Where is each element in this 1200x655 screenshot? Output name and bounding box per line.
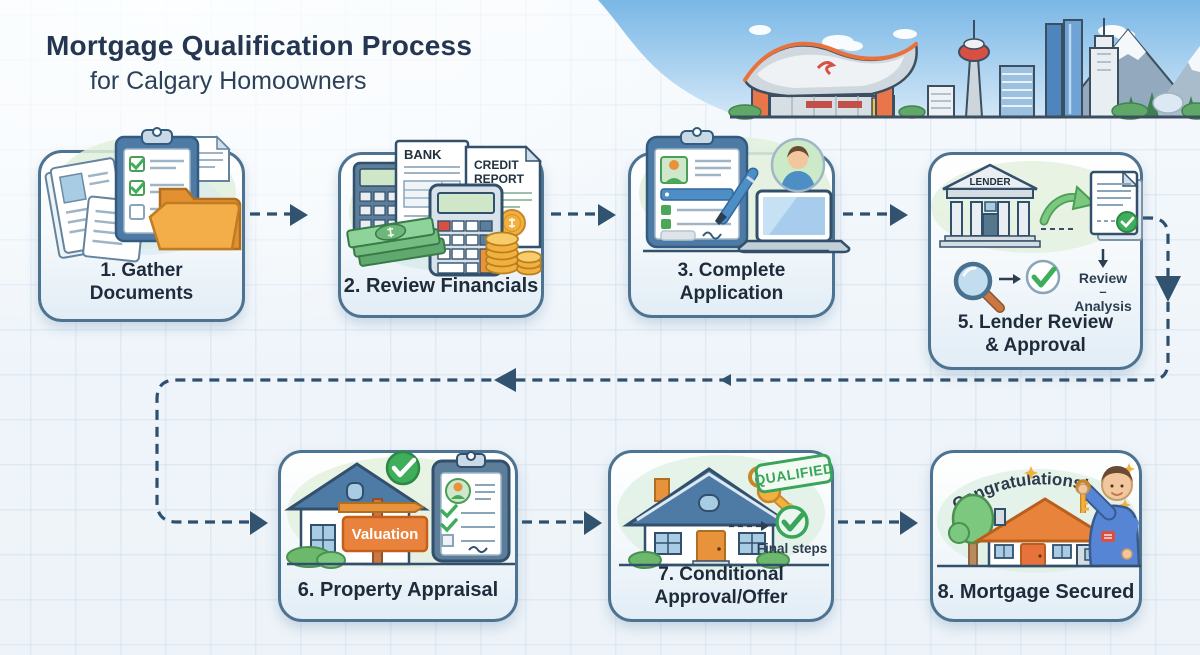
step-label: 7. Conditional Approval/Offer xyxy=(654,564,788,608)
cash-icon xyxy=(346,216,447,267)
review-dash: – xyxy=(1099,284,1106,299)
step2-icons: 0 BANK xyxy=(346,139,542,277)
calgary-tower-icon xyxy=(958,20,990,118)
step-label: 6. Property Appraisal xyxy=(297,579,499,602)
arrowhead-7-8 xyxy=(900,511,918,535)
step-card-7: QUALIFIED Final steps 7. Conditional App… xyxy=(608,450,835,622)
arrowhead-left xyxy=(494,368,516,392)
skyline-illustration xyxy=(598,0,1200,120)
credit-doc-line2: REPORT xyxy=(474,172,525,186)
valuation-sign: Valuation xyxy=(338,498,429,565)
pen-icon xyxy=(715,167,759,225)
credit-doc-line1: CREDIT xyxy=(474,158,519,172)
page-title: Mortgage Qualification Process for Calga… xyxy=(46,30,472,96)
step3-icons xyxy=(639,127,851,254)
checkmark-icon xyxy=(1025,259,1061,295)
laptop-icon xyxy=(737,189,851,254)
step1-icons xyxy=(44,127,242,263)
approved-document-icon xyxy=(1089,170,1143,241)
title-line-1: Mortgage Qualification Process xyxy=(46,30,473,61)
step-label: 2. Review Financials xyxy=(343,275,539,298)
application-form-icon xyxy=(645,127,749,249)
mini-arrow-icon xyxy=(729,521,769,531)
arrowhead-down xyxy=(1155,276,1181,302)
step-card-5: LENDER xyxy=(928,152,1143,370)
qualified-stamp: QUALIFIED xyxy=(753,453,835,494)
step-card-6: Valuation xyxy=(278,450,518,622)
arrowhead-2-3 xyxy=(598,204,616,226)
checkmark-icon xyxy=(775,505,809,539)
checkmark-icon xyxy=(385,450,421,486)
step-label: 8. Mortgage Secured xyxy=(937,581,1135,604)
step8-icons: Congratulations! xyxy=(937,463,1141,573)
step-label: 3. Complete Application xyxy=(677,260,786,304)
homeowner-icon xyxy=(1075,466,1141,568)
magnifier-icon xyxy=(953,261,1005,313)
step-label: 5. Lender Review & Approval xyxy=(957,312,1114,356)
step-card-2: 0 BANK xyxy=(338,139,544,318)
document-icon xyxy=(190,135,231,182)
house-icon xyxy=(971,497,1119,568)
analysis-text: Analysis xyxy=(1074,298,1132,314)
step7-icons: QUALIFIED Final steps xyxy=(617,453,835,571)
coins-icon xyxy=(485,231,542,276)
arrowhead-6-7 xyxy=(584,511,602,535)
bank-building-icon: LENDER xyxy=(939,163,1041,248)
valuation-text: Valuation xyxy=(352,526,419,543)
arrowhead-into-6 xyxy=(250,511,268,535)
saddledome-icon xyxy=(743,41,918,118)
lender-sign: LENDER xyxy=(969,177,1011,188)
step6-icons: Valuation xyxy=(284,450,515,569)
city-buildings xyxy=(927,18,1119,118)
arrowhead-3-5 xyxy=(890,204,908,226)
bank-doc-title: BANK xyxy=(404,147,442,162)
applicant-avatar xyxy=(770,137,826,193)
step-card-1: 1. Gather Documents xyxy=(38,127,245,322)
review-analysis-note: Review – Analysis xyxy=(1074,249,1132,314)
title-line-2: for Calgary Homoowners xyxy=(90,67,367,95)
final-steps-text: Final steps xyxy=(757,541,828,556)
arrowhead-left-small xyxy=(720,374,731,386)
calculator-icon-2 xyxy=(428,183,504,277)
step5-icons: LENDER xyxy=(931,161,1143,314)
arrowhead-1-2 xyxy=(290,204,308,226)
sparkle-icon xyxy=(1024,463,1135,511)
mini-arrow-icon xyxy=(999,274,1021,284)
review-text: Review xyxy=(1079,270,1127,286)
step-label: 1. Gather Documents xyxy=(89,260,194,304)
appraisal-report-icon xyxy=(431,451,511,563)
key-icon xyxy=(1075,479,1091,513)
step-card-8: Congratulations! xyxy=(930,450,1142,622)
folder-icon xyxy=(148,187,242,251)
step-card-3: 3. Complete Application xyxy=(628,127,851,318)
approval-arrow-icon xyxy=(1039,185,1098,230)
